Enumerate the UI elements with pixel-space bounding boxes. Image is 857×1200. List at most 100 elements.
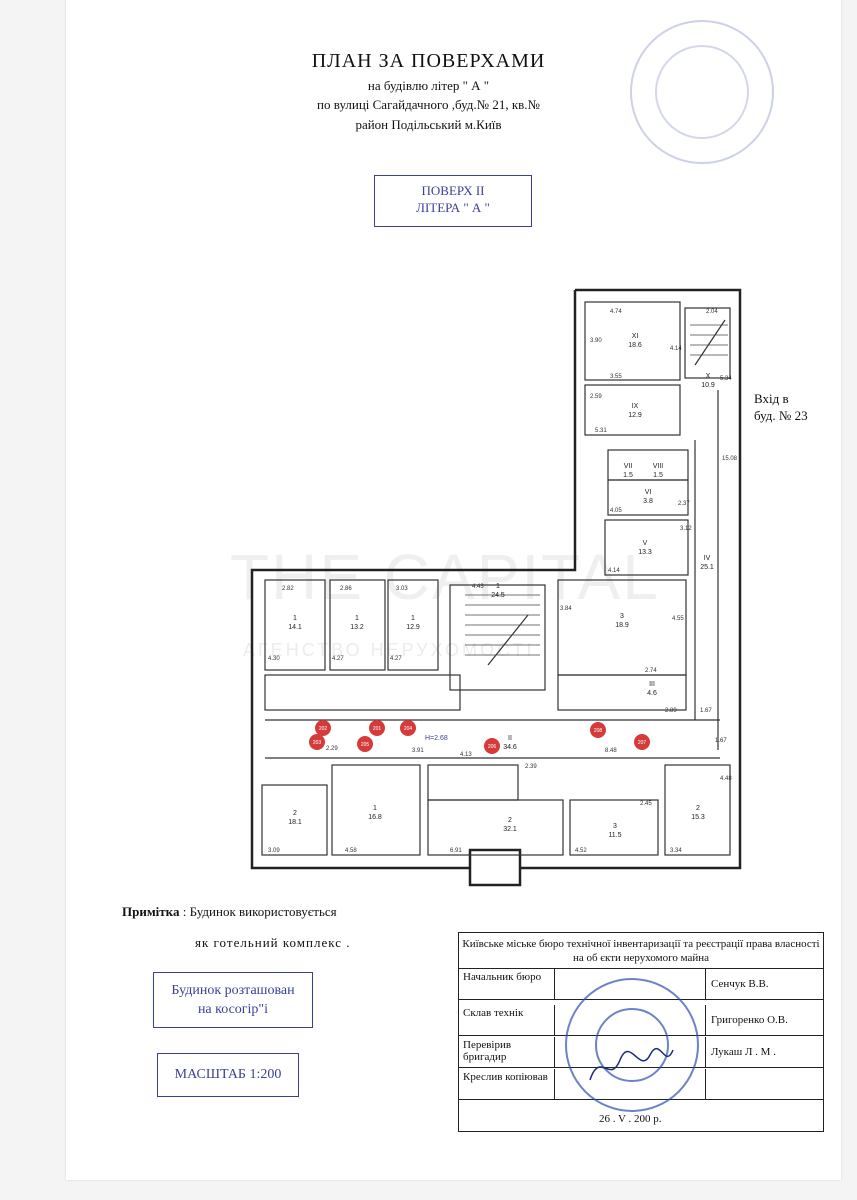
dim-label: 2.29	[326, 746, 338, 752]
marker-icon	[309, 734, 325, 750]
dim-label: 15.08	[722, 456, 738, 462]
dim-label: 4.27	[390, 656, 402, 662]
dim-label: 1.67	[715, 738, 727, 744]
room-1b-outline	[329, 579, 386, 671]
stair-main-outline	[449, 584, 546, 691]
approval-date: 26 . V . 200 р.	[599, 1113, 662, 1125]
approval-name: Григоренко О.В.	[711, 1014, 788, 1026]
dim-label: 4.43	[472, 584, 484, 590]
signature-cell	[555, 1005, 706, 1035]
top-seal-icon	[630, 20, 774, 164]
room-1a-outline	[264, 579, 326, 671]
dim-label: 5.34	[720, 376, 732, 382]
marker-icon	[357, 736, 373, 752]
dim-label: 2.82	[282, 586, 294, 592]
dim-label: 4.14	[608, 568, 620, 574]
dim-label: 3.55	[610, 374, 622, 380]
dim-label: 2.39	[525, 764, 537, 770]
plan-entrance-porch	[468, 848, 522, 887]
dim-label: 2.45	[640, 801, 652, 807]
document-sheet	[66, 0, 841, 1180]
room-vi-outline	[607, 479, 689, 516]
plan-outer-wall-bottom	[520, 750, 742, 870]
dim-label: 3.84	[560, 606, 572, 612]
watermark-sub: АГЕНСТВО НЕРУХОМОСТІ	[243, 640, 535, 660]
dim-label: 2.59	[590, 394, 602, 400]
dim-label: 4.52	[575, 848, 587, 854]
floor-label-box: ПОВЕРХ II ЛІТЕРА " А "	[374, 175, 532, 227]
svg-text:202: 202	[319, 726, 328, 732]
note-text: : Будинок використовується	[179, 904, 337, 919]
subtitle-letter: на будівлю літер " А "	[367, 78, 490, 93]
dim-label: 4.30	[268, 656, 280, 662]
subtitle-address: по вулиці Сагайдачного ,буд.№ 21, кв.№	[317, 97, 540, 112]
location-line2: на косогір"і	[197, 1002, 269, 1017]
dim-label: 2.74	[645, 668, 657, 674]
signature-cell	[555, 969, 706, 999]
room-xi-outline	[584, 301, 681, 381]
dim-label: 3.03	[396, 586, 408, 592]
room-ix-outline	[584, 384, 681, 436]
marker-icon	[484, 738, 500, 754]
room-1d-outline	[331, 764, 421, 856]
location-line1: Будинок розташован	[171, 983, 295, 998]
dim-label: 4.58	[345, 848, 357, 854]
approval-role: Начальник бюро	[459, 969, 555, 999]
location-box: Будинок розташован на косогір"і	[153, 972, 313, 1028]
entry-line1: Вхід в	[754, 391, 789, 406]
dim-label: 4.55	[672, 616, 684, 622]
bath-row-outline	[264, 674, 461, 711]
scale-box: МАСШТАБ 1:200	[157, 1053, 299, 1097]
svg-text:206: 206	[488, 744, 497, 750]
approval-table-header: Київське міське бюро технічної інвентари…	[459, 933, 823, 969]
room-2a-outline	[261, 784, 328, 856]
dim-label: 4.05	[610, 508, 622, 514]
dim-label: 4.48	[720, 776, 732, 782]
marker-icon	[634, 734, 650, 750]
bath-right-outline	[557, 674, 687, 711]
note-text-2: як готельний комплекс .	[195, 935, 351, 950]
dim-label: 3.90	[590, 338, 602, 344]
subtitle-district: район Подільський м.Київ	[355, 117, 502, 132]
bath-bottom-outline	[427, 764, 519, 801]
dim-label: 8.48	[605, 748, 617, 754]
svg-text:208: 208	[594, 728, 603, 734]
entry-label: Вхід в буд. № 23	[754, 390, 808, 424]
room-vii-viii-outline	[607, 449, 689, 481]
note: Примітка : Будинок використовується	[122, 904, 337, 920]
room-2b-outline	[427, 799, 564, 856]
height-label: H=2.68	[425, 735, 448, 742]
dim-label: 3.91	[412, 748, 424, 754]
dim-label: 3.12	[680, 526, 692, 532]
floor-letter: ЛІТЕРА " А "	[416, 200, 490, 215]
marker-icon	[315, 720, 331, 736]
dim-label: 1.67	[700, 708, 712, 714]
room-1c-outline	[387, 579, 439, 671]
marker-icon	[590, 722, 606, 738]
official-seal-inner-icon	[595, 1008, 669, 1082]
marker-icon	[369, 720, 385, 736]
plan-outer-wall-left	[250, 290, 577, 870]
dim-label: 2.86	[340, 586, 352, 592]
dim-label: 3.34	[670, 848, 682, 854]
dim-label: 2.37	[678, 501, 690, 507]
stair-arrow	[487, 614, 529, 666]
svg-text:205: 205	[361, 742, 370, 748]
room-2c-outline	[664, 764, 731, 856]
